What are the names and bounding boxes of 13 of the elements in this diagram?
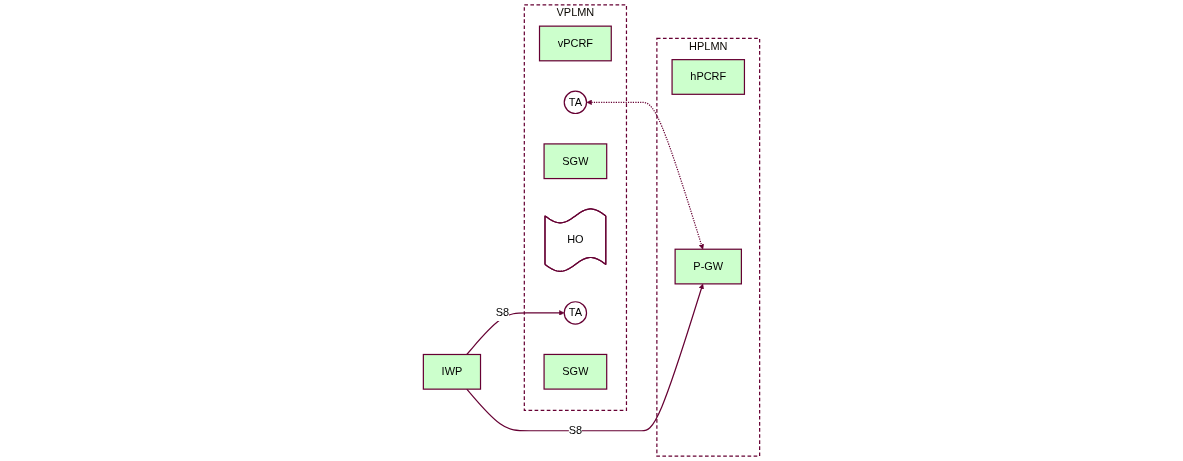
node-box: P-GW xyxy=(674,248,742,285)
node-circle: TA xyxy=(563,301,588,325)
node-box: hPCRF xyxy=(671,59,746,95)
node-circle: TA xyxy=(563,90,588,115)
arrow xyxy=(466,283,704,432)
arrow xyxy=(466,310,565,356)
node-box: SGW xyxy=(543,353,608,390)
edge-label: S8 xyxy=(568,424,583,437)
node-box: vPCRF xyxy=(538,25,612,62)
edge-label: S8 xyxy=(495,306,510,319)
arrow xyxy=(586,99,704,250)
node-box: IWP xyxy=(422,353,482,390)
node-box: SGW xyxy=(543,143,608,180)
